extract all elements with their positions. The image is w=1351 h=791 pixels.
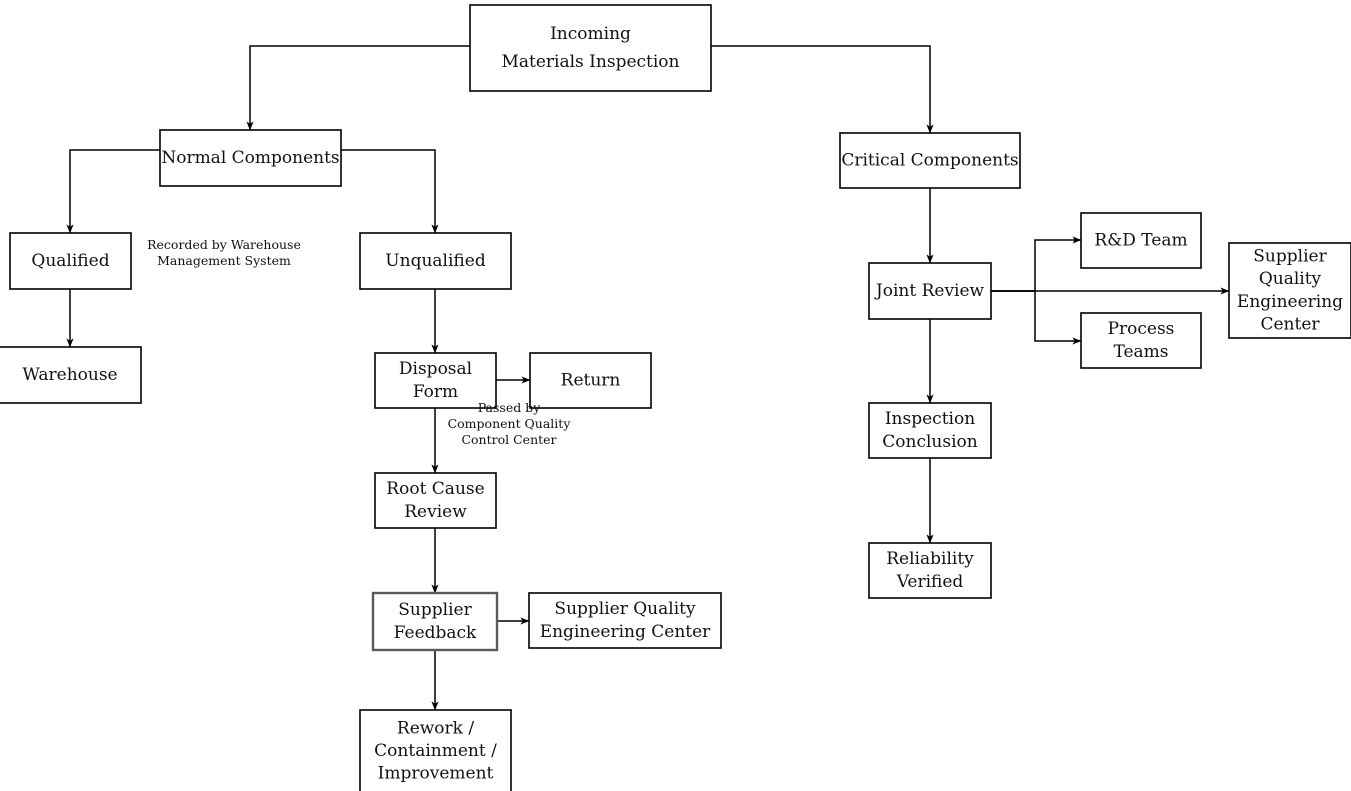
node-label-critical-components: Critical Components: [841, 150, 1018, 170]
node-qualified[interactable]: Qualified: [9, 232, 132, 290]
node-box-supplier-quality-engineering-center-right: [1228, 242, 1351, 339]
node-box-supplier-quality-engineering-center-left: [528, 592, 722, 649]
node-warehouse[interactable]: Warehouse: [0, 346, 142, 404]
node-box-qualified: [9, 232, 132, 290]
edge-inspection-to-normal: [246, 45, 470, 131]
node-label-rd-team: R&D Team: [1094, 230, 1187, 250]
node-box-return: [529, 352, 652, 409]
node-box-warehouse: [0, 346, 142, 404]
node-joint-review[interactable]: Joint Review: [868, 262, 992, 320]
node-label-unqualified: Unqualified: [385, 251, 486, 271]
node-box-root-cause-review: [374, 472, 497, 529]
edge-normal-to-qualified: [66, 149, 160, 234]
node-label-normal-components: Normal Components: [161, 148, 339, 168]
node-box-supplier-feedback: [371, 591, 499, 652]
node-critical-components[interactable]: Critical Components: [839, 132, 1021, 189]
node-box-critical-components: [839, 132, 1021, 189]
node-return[interactable]: Return: [529, 352, 652, 409]
node-unqualified[interactable]: Unqualified: [359, 232, 512, 290]
node-rework-containment-improvement[interactable]: Rework /Containment /Improvement: [359, 709, 512, 791]
node-label-joint-review: Joint Review: [874, 281, 985, 301]
node-box-rd-team: [1080, 212, 1202, 269]
edge-inspection-to-critical: [711, 45, 934, 134]
node-box-disposal-form: [374, 352, 497, 409]
node-box-joint-review: [868, 262, 992, 320]
node-label-rework-containment-improvement: Rework /Containment /Improvement: [374, 718, 497, 783]
edge-jointreview-to-rdteam: [991, 236, 1082, 292]
node-box-reliability-verified: [868, 542, 992, 599]
node-label-return: Return: [561, 370, 621, 390]
edge-normal-to-unqualified: [341, 149, 439, 234]
node-rd-team[interactable]: R&D Team: [1080, 212, 1202, 269]
node-label-warehouse: Warehouse: [22, 365, 117, 385]
node-box-rework-containment-improvement: [359, 709, 512, 791]
node-box-inspection-conclusion: [868, 402, 992, 459]
node-box-incoming-materials-inspection: [469, 4, 712, 92]
node-box-normal-components: [159, 129, 342, 187]
node-box-process-teams: [1080, 312, 1202, 369]
node-normal-components[interactable]: Normal Components: [159, 129, 342, 187]
node-box-unqualified: [359, 232, 512, 290]
edge-jointreview-to-processteams: [991, 290, 1082, 345]
edges-layer: [66, 45, 1230, 711]
node-label-qualified: Qualified: [31, 251, 109, 271]
